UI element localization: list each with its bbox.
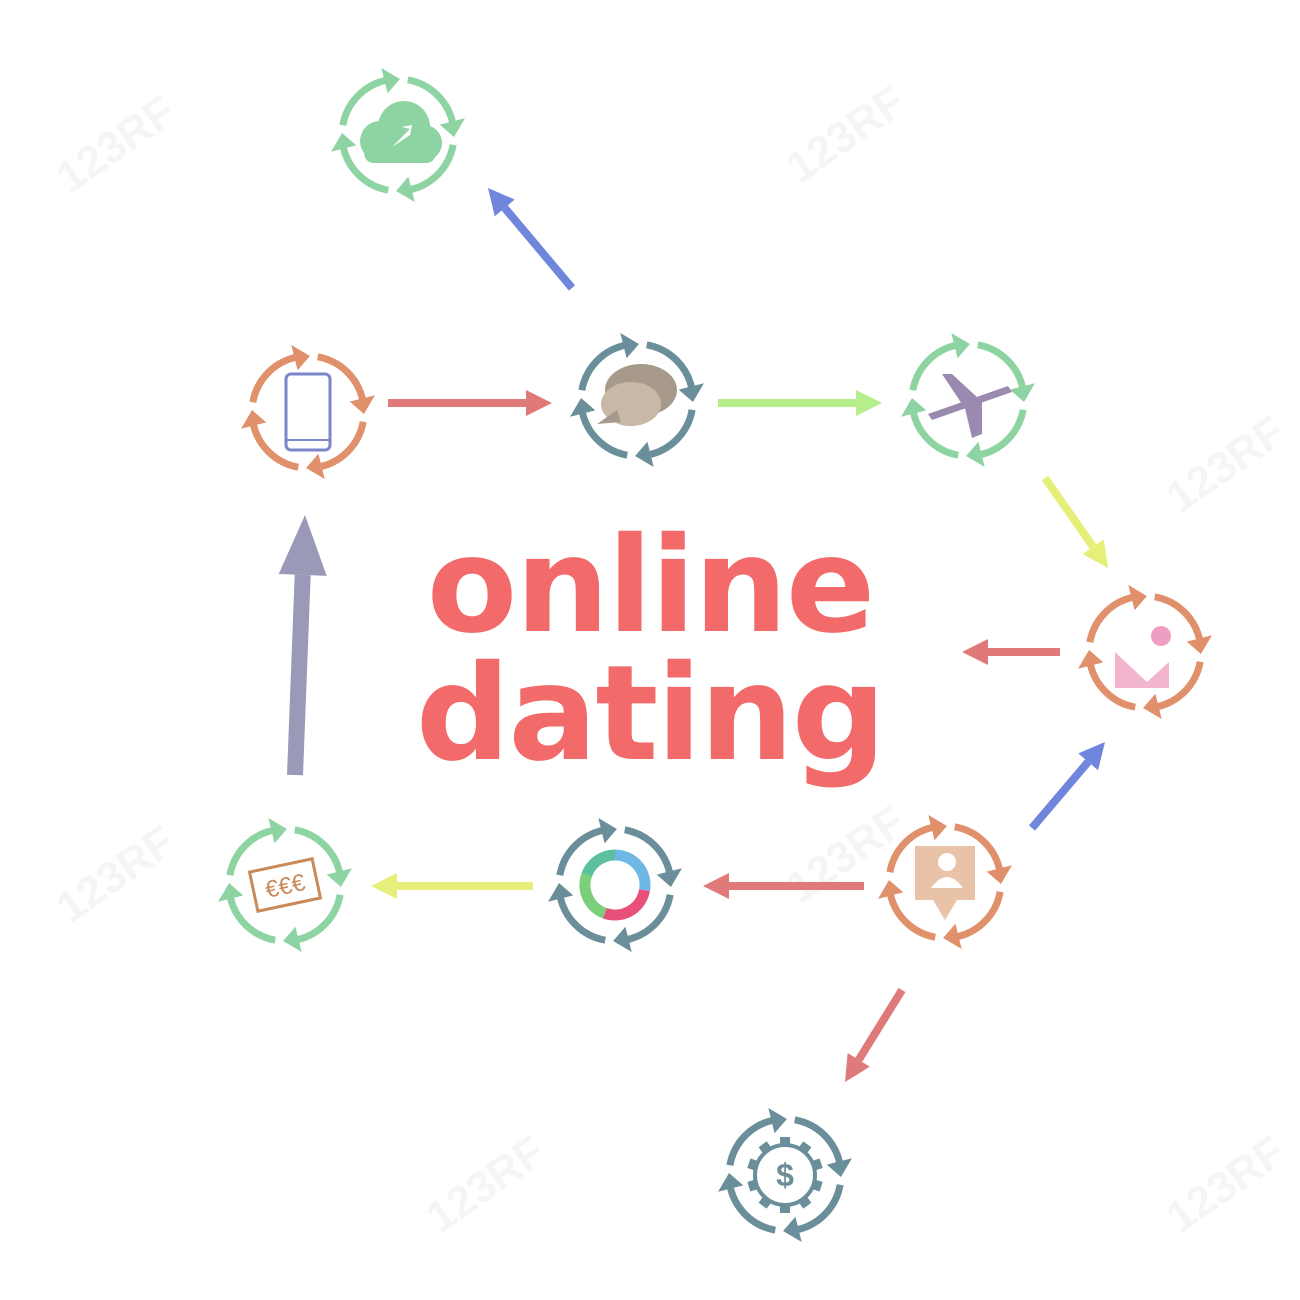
arrow-person-to-dollar [845,987,906,1082]
cloud-upload-icon [360,101,442,163]
euro-banknote-icon: €€€ [247,857,323,913]
image-icon [1115,626,1171,688]
headline-line-2: dating [415,637,886,791]
person-pin-icon [915,846,975,920]
donut-chart-icon [579,849,651,921]
smartphone-icon [284,372,332,452]
node-plane [901,333,1035,467]
arrow-donut-to-money [371,873,533,899]
arrow-person-to-donut [703,873,864,899]
node-chat [570,333,704,467]
arrow-chat-to-plane [718,390,882,416]
node-dollar: $ [718,1108,852,1242]
arrow-image-to-center [962,639,1060,665]
node-money: €€€ [218,818,352,952]
node-person [878,815,1012,949]
arrow-chat-to-cloud [488,188,576,291]
node-donut [548,818,682,952]
dollar-label: $ [776,1157,794,1193]
node-image [1078,585,1212,719]
banknote-label: €€€ [263,869,308,904]
node-cloud [331,68,465,202]
node-phone [241,345,375,479]
chat-bubbles-icon [597,364,677,426]
arrow-person-to-image [1028,742,1105,831]
arrow-plane-to-image [1041,475,1108,568]
headline-line-1: online [426,509,876,663]
arrow-money-to-phone [278,515,327,776]
airplane-icon [928,374,1012,438]
dollar-gear-icon: $ [747,1137,823,1213]
arrow-phone-to-chat [388,390,552,416]
